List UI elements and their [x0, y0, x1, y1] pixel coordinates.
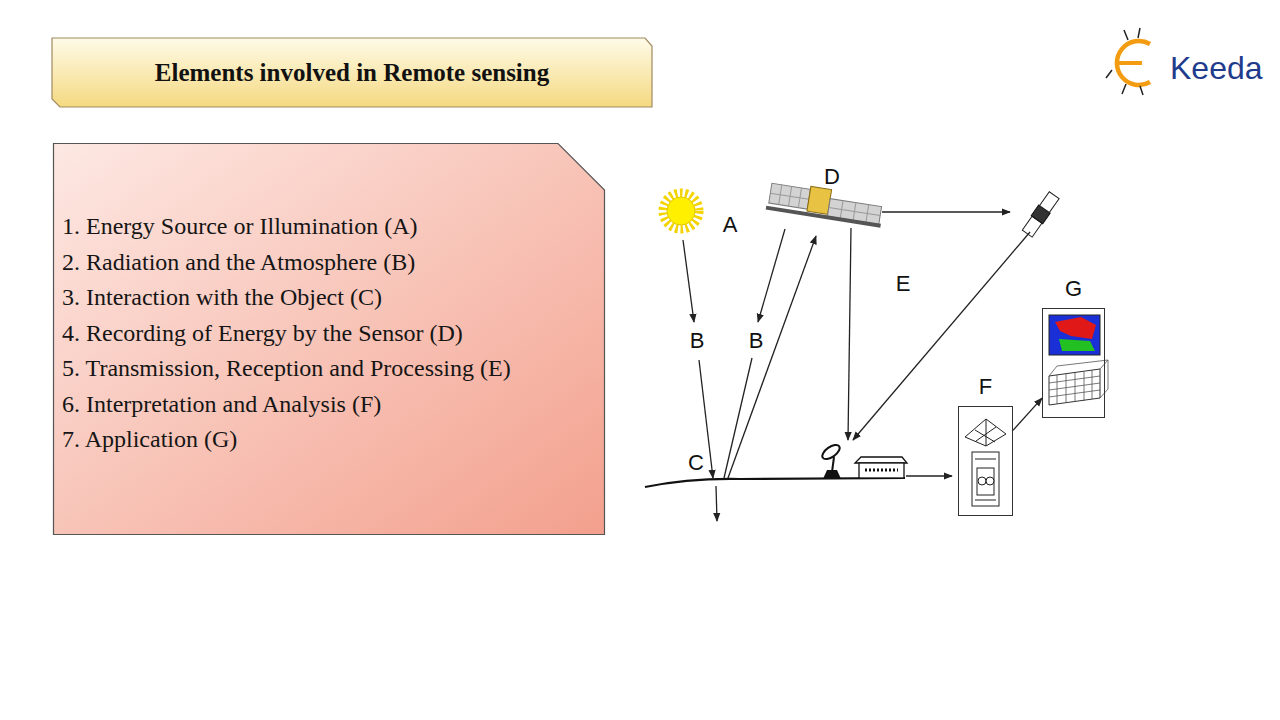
logo-bar: [1117, 61, 1142, 65]
list-item: 7. Application (G): [62, 422, 582, 458]
stage-letter: G: [1023, 276, 1124, 302]
elements-list-panel: 1. Energy Source or Illumination (A)2. R…: [53, 143, 605, 535]
data-arrow: [906, 475, 952, 476]
ground-station: [820, 442, 907, 479]
solar-panel: [1040, 192, 1060, 213]
image-inner: [977, 468, 994, 495]
energy-line: [724, 358, 752, 478]
title-banner: [52, 38, 652, 107]
classified-map: [1049, 315, 1100, 355]
mesh-lines: [975, 419, 996, 446]
list-item: 1. Energy Source or Illumination (A): [62, 209, 582, 245]
downlink-arrow: [853, 232, 1030, 440]
grid-lines: [1049, 360, 1108, 404]
application-sketch: [1049, 315, 1108, 405]
building: [859, 463, 904, 478]
relay-satellite-icon: [1022, 191, 1060, 238]
analysis-sketch: [965, 419, 1006, 506]
logo-wordmark: Keeda: [1170, 52, 1263, 84]
energy-arrow: [728, 236, 816, 478]
antenna-base: [823, 470, 841, 479]
list-item: 3. Interaction with the Object (C): [62, 280, 582, 316]
image-line: [975, 500, 996, 501]
sun-disc: [667, 197, 695, 225]
antenna-stand: [832, 457, 834, 472]
building-windows: [865, 469, 898, 472]
application-box: G: [1042, 308, 1105, 418]
list-item: 2. Radiation and the Atmosphere (B): [62, 245, 582, 281]
list-item: 6. Interpretation and Analysis (F): [62, 387, 582, 423]
sun-icon: [663, 193, 699, 229]
building-roof: [855, 457, 907, 463]
list-item: 4. Recording of Energy by the Sensor (D): [62, 316, 582, 352]
image-symbol: [986, 477, 994, 485]
downlink-arrow: [848, 228, 851, 440]
panel-grid: [769, 183, 811, 209]
image-symbol: [978, 477, 986, 485]
image-frame: [972, 452, 999, 506]
solar-panel: [769, 183, 811, 209]
energy-arrow: [716, 486, 717, 521]
logo-legs: [1106, 28, 1143, 95]
sun-rays: [663, 193, 699, 229]
element-letter: B: [749, 330, 764, 352]
satellite-base: [766, 206, 881, 228]
ground-line: [645, 478, 905, 487]
list-item: 5. Transmission, Reception and Processin…: [62, 351, 582, 387]
interpretation-box: F: [958, 406, 1013, 516]
slide-title: Elements involved in Remote sensing: [52, 38, 652, 107]
stage-letter: F: [939, 374, 1032, 400]
element-letter: E: [896, 273, 911, 295]
element-letter: D: [824, 166, 840, 188]
map-class-red: [1055, 317, 1096, 339]
terrain-mesh: [965, 419, 1006, 446]
flow-arrow: [1013, 398, 1042, 430]
panel-shape: [54, 144, 605, 535]
crosslink-arrow: [882, 211, 1010, 212]
logo-mark: [1106, 28, 1150, 95]
element-letter: A: [723, 214, 738, 236]
energy-arrow: [683, 240, 694, 322]
map-class-green: [1059, 339, 1095, 351]
element-letter: B: [690, 330, 705, 352]
image-line: [975, 459, 996, 460]
antenna-dish: [820, 442, 842, 462]
energy-arrow: [758, 229, 785, 322]
logo-arc: [1117, 41, 1150, 85]
energy-paths: [683, 212, 1030, 521]
element-letter: C: [688, 452, 704, 474]
